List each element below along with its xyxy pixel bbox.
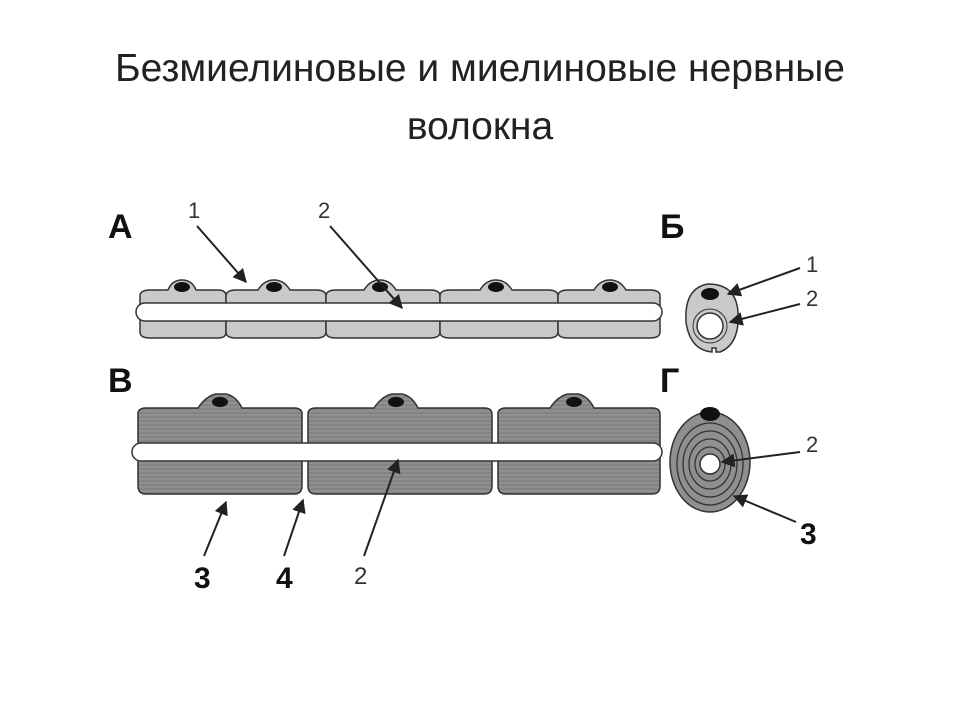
arrow-v-2: [363, 458, 401, 557]
nucleus-a5: [602, 282, 618, 292]
nucleus-v2: [388, 397, 404, 407]
label-g-2: 2: [806, 432, 818, 457]
nucleus-v3: [566, 397, 582, 407]
nucleus-a4: [488, 282, 504, 292]
nucleus-v1: [212, 397, 228, 407]
label-g-3: 3: [800, 518, 817, 551]
mesaxon-b: [692, 308, 728, 344]
arrow-b-1: [726, 267, 801, 297]
title-line-2: волокна: [406, 105, 554, 148]
axon-g: [699, 453, 721, 475]
panel-label-b: Б: [660, 208, 684, 246]
arrow-v-3: [203, 500, 228, 557]
label-v-3: 3: [194, 562, 211, 595]
label-a-1: 1: [188, 198, 200, 223]
axon-v: [131, 442, 663, 462]
unmyelinated-fiber: [135, 279, 663, 339]
label-a-2: 2: [318, 198, 330, 223]
nucleus-a1: [174, 282, 190, 292]
title-line-1: Безмиелиновые и миелиновые нервные: [115, 47, 845, 90]
myelinated-fiber: [131, 393, 663, 495]
nucleus-g: [700, 407, 720, 421]
panel-label-v: В: [108, 362, 133, 400]
panel-label-a: А: [108, 208, 133, 246]
myelinated-cross-section: [669, 407, 751, 513]
arrow-b-2: [728, 303, 801, 326]
arrow-v-4: [283, 498, 306, 557]
arrow-a-1: [196, 225, 247, 284]
nucleus-b: [701, 288, 719, 300]
arrow-g-3: [732, 494, 797, 523]
label-b-1: 1: [806, 252, 818, 277]
label-v-4: 4: [276, 562, 293, 595]
unmyelinated-cross-section: [685, 283, 739, 353]
label-b-2: 2: [806, 286, 818, 311]
nucleus-a3: [372, 282, 388, 292]
slide-title: Безмиелиновые и миелиновые нервные волок…: [60, 40, 900, 156]
label-v-2: 2: [354, 563, 367, 590]
nucleus-a2: [266, 282, 282, 292]
panel-label-g: Г: [660, 362, 679, 400]
arrow-a-2: [329, 225, 403, 310]
arrow-g-2: [720, 451, 801, 468]
axon-b: [696, 312, 724, 340]
